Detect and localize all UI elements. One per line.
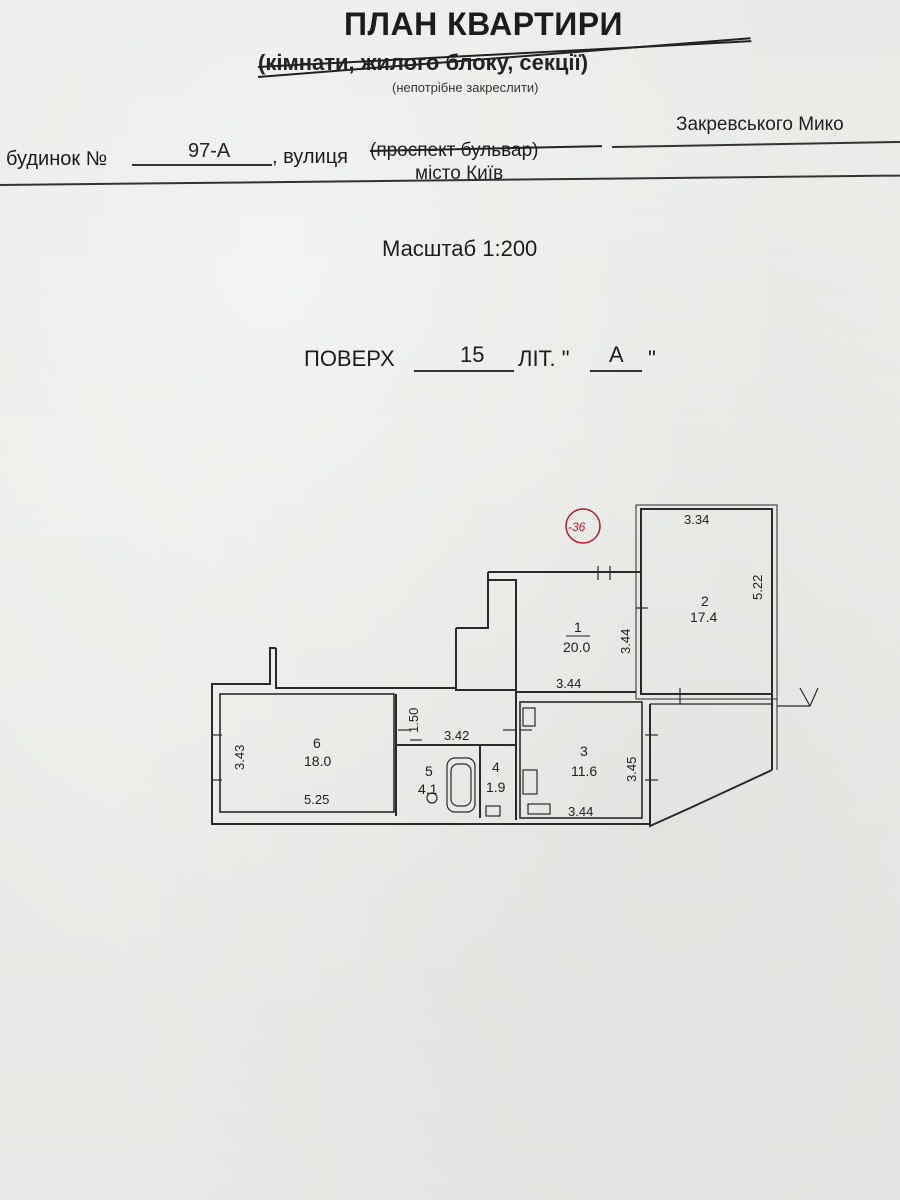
counter <box>527 803 551 815</box>
fixtures <box>426 707 551 817</box>
kitchen-sink <box>522 707 536 727</box>
scale: Масштаб 1:200 <box>382 236 538 261</box>
floor-number: 15 <box>460 342 485 367</box>
balcony-outline <box>649 704 773 828</box>
room-2-area: 17.4 <box>690 609 717 625</box>
strike-note: (непотрібне закреслити) <box>392 80 539 95</box>
bathtub <box>446 757 476 813</box>
room-2-number: 2 <box>701 593 709 609</box>
house-number: 97-А <box>188 140 231 162</box>
room-6-walls <box>219 693 395 813</box>
toilet <box>485 805 501 817</box>
dimensions: 3.34 5.22 3.44 3.44 3.45 3.44 3.42 1.50 … <box>232 512 765 819</box>
room-5-area: 4.1 <box>418 781 438 797</box>
dim-corridor-height: 1.50 <box>406 708 421 733</box>
dim-room-6-side: 3.43 <box>232 745 247 770</box>
room-2-walls <box>640 508 773 695</box>
room-3-number: 3 <box>580 743 588 759</box>
lit-close: " <box>648 346 656 371</box>
walls <box>211 504 819 828</box>
document-title: ПЛАН КВАРТИРИ <box>344 6 624 42</box>
dim-room-6-bottom: 5.25 <box>304 792 329 807</box>
dim-room-1-side: 3.44 <box>618 629 633 654</box>
house-number-underline <box>132 164 272 166</box>
dim-corridor-width: 3.42 <box>444 728 469 743</box>
room-6-area: 18.0 <box>304 753 331 769</box>
house-label: будинок № <box>6 148 108 170</box>
lit-underline <box>590 370 642 372</box>
floor-number-underline <box>414 370 514 372</box>
room-1-area: 20.0 <box>563 639 590 655</box>
room-6-number: 6 <box>313 735 321 751</box>
dim-room-3-side: 3.45 <box>624 757 639 782</box>
stamp: -36 <box>565 508 601 544</box>
street-name: Закревського Мико <box>676 114 844 135</box>
entry-wall <box>455 628 516 691</box>
room-3-area: 11.6 <box>571 763 597 779</box>
room-6-top-wall <box>275 648 456 689</box>
dim-room-2-top: 3.34 <box>684 512 709 527</box>
dim-room-1-bottom: 3.44 <box>556 676 581 691</box>
stove <box>522 769 538 795</box>
room-2-outer <box>635 504 778 700</box>
stamp-text: -36 <box>568 520 586 534</box>
washbasin <box>426 792 438 804</box>
room-labels: 1 20.0 2 17.4 3 11.6 4 1.9 5 4.1 6 18.0 <box>304 593 717 797</box>
room-4-area: 1.9 <box>486 779 506 795</box>
street-type-struck: (проспект бульвар) <box>370 140 539 161</box>
dim-room-3-bottom: 3.44 <box>568 804 593 819</box>
room-3-walls <box>519 701 643 819</box>
lit-label: ЛІТ. " <box>518 346 570 371</box>
lit-value: А <box>609 342 624 367</box>
street-label: , вулиця <box>272 146 348 168</box>
room-4-number: 4 <box>492 759 500 775</box>
dim-room-2-side: 5.22 <box>750 575 765 600</box>
room-1-number: 1 <box>574 619 582 635</box>
floor-label: ПОВЕРХ <box>304 346 395 371</box>
outer-wall <box>211 647 650 825</box>
room-5-number: 5 <box>425 763 433 779</box>
